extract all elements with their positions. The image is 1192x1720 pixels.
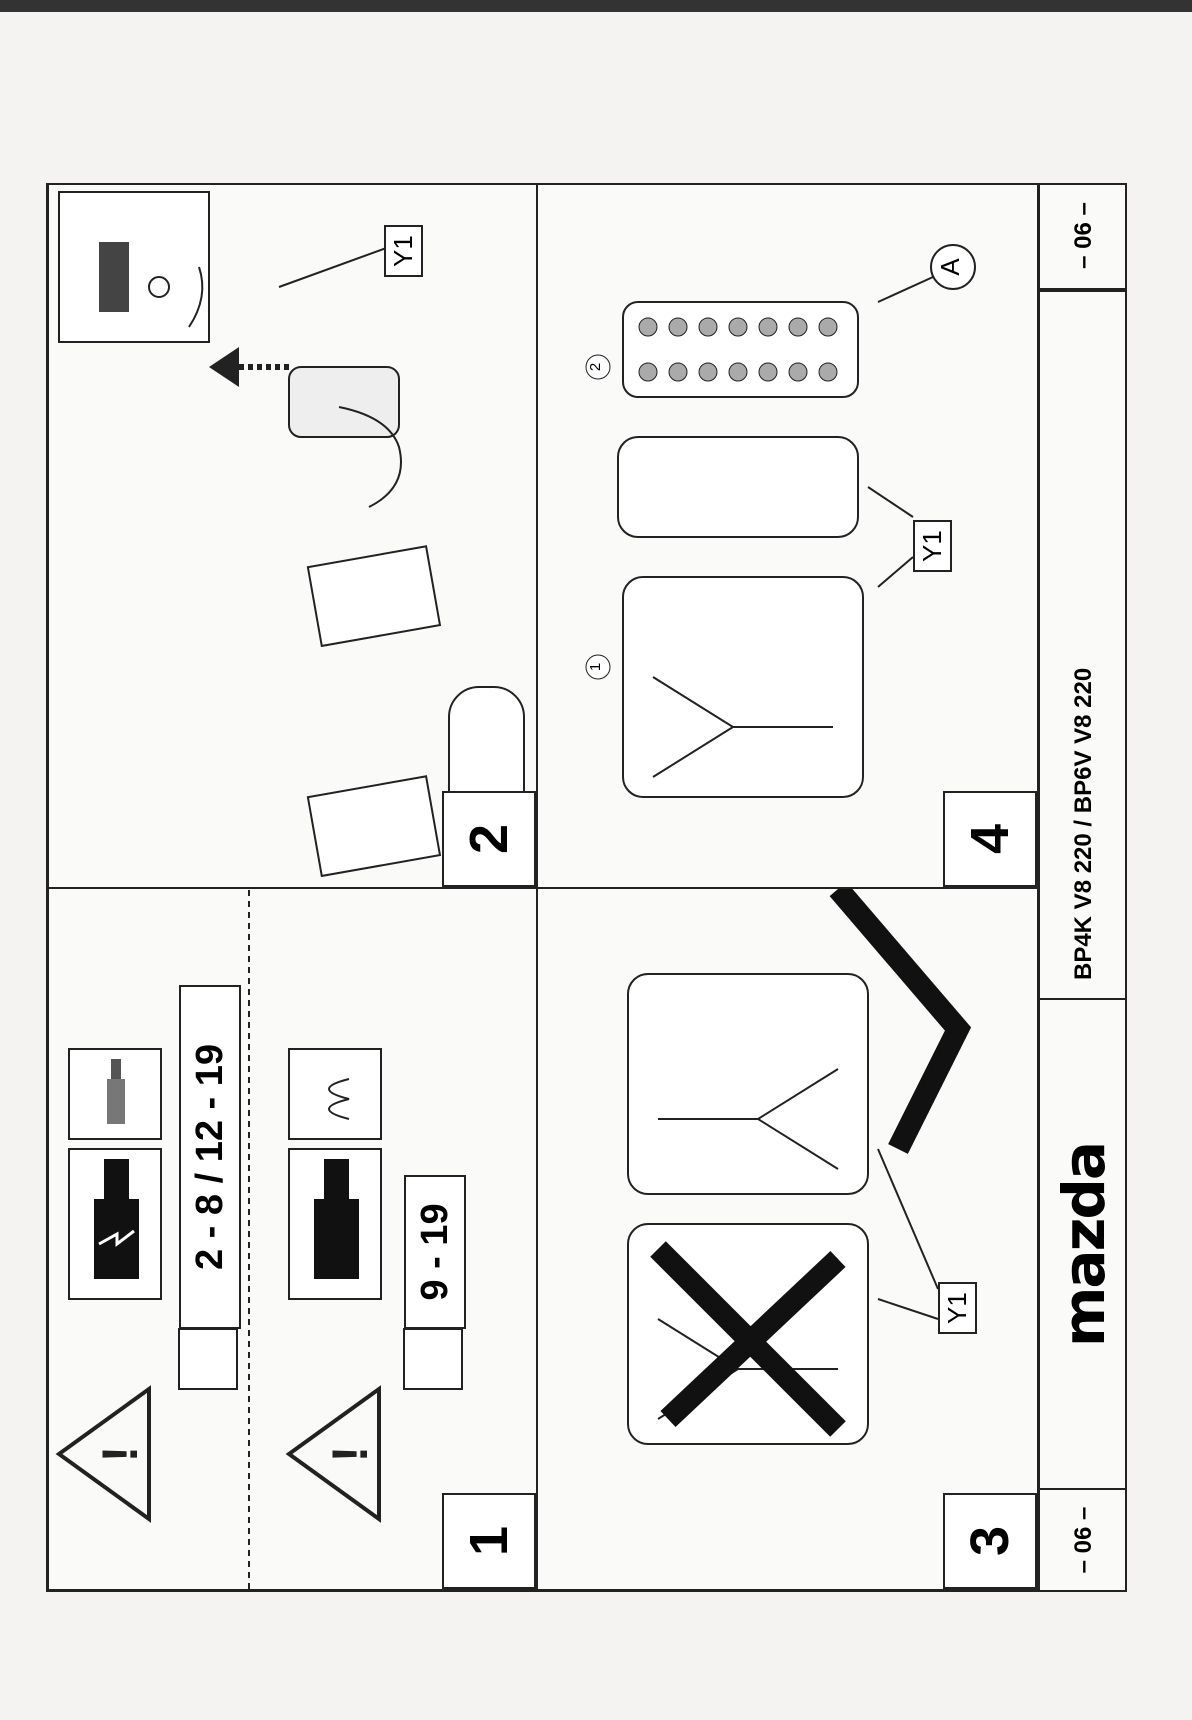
accelerator-pedal (288, 366, 400, 438)
model-codes: BP4K V8 220 / BP6V V8 220 (1040, 290, 1127, 1000)
step-number: 4 (943, 791, 1037, 887)
pad-cover (617, 436, 859, 538)
engine-icon (403, 1328, 463, 1390)
mazda-logo: mazda (1040, 998, 1127, 1490)
instruction-sheet: ! ! 2 - 8 / 12 - 19 9 - 19 1 (46, 183, 1127, 1592)
hand (338, 406, 402, 508)
clutch-pedal (306, 545, 442, 648)
installation-illustration (585, 244, 976, 798)
panel-1-warning: ! ! 2 - 8 / 12 - 19 9 - 19 1 (48, 888, 537, 1590)
part-label-y1: Y1 (913, 520, 952, 572)
warning-illustrations: ! ! (55, 888, 463, 1589)
svg-text:!: ! (92, 1446, 148, 1463)
cross-icon (650, 1241, 846, 1437)
step-marker-1: 1 (587, 662, 604, 672)
part-label-y1: Y1 (384, 225, 423, 277)
part-label-y1: Y1 (938, 1282, 977, 1334)
panel-4-pad-install: A 1 2 Y1 4 (537, 183, 1038, 888)
panel-2-pedal-removal: Y1 2 (48, 183, 537, 888)
orientation-illustration (627, 888, 972, 1445)
step-number: 3 (943, 1493, 1037, 1589)
pad-correct-orientation (627, 973, 869, 1195)
callout-circle (930, 244, 976, 290)
warning-triangle-icon: ! (55, 1385, 151, 1523)
step-marker-2: 2 (587, 362, 604, 372)
check-icon (829, 888, 972, 1154)
page-number-left: – 06 – (1040, 1488, 1127, 1590)
pad-base (622, 576, 864, 798)
warning-triangle-icon: ! (285, 1385, 381, 1523)
engine-icon (178, 1328, 238, 1390)
footer: – 06 – mazda BP4K V8 220 / BP6V V8 220 –… (1038, 183, 1127, 1590)
pedal-illustration (58, 191, 525, 887)
panel-3-orientation: Y1 3 (537, 888, 1038, 1590)
step-number: 1 (442, 1493, 536, 1589)
step-number: 2 (442, 791, 536, 887)
arrow-icon (209, 347, 239, 387)
scan-edge (0, 0, 1192, 12)
glow-range: 9 - 19 (404, 1175, 466, 1329)
brake-pedal (306, 775, 442, 878)
spark-range: 2 - 8 / 12 - 19 (179, 985, 241, 1329)
page-number-right: – 06 – (1040, 183, 1127, 290)
pad-grip (622, 301, 859, 398)
callout-a: A (935, 258, 965, 276)
detail-inset (58, 191, 210, 343)
svg-text:!: ! (322, 1446, 378, 1463)
